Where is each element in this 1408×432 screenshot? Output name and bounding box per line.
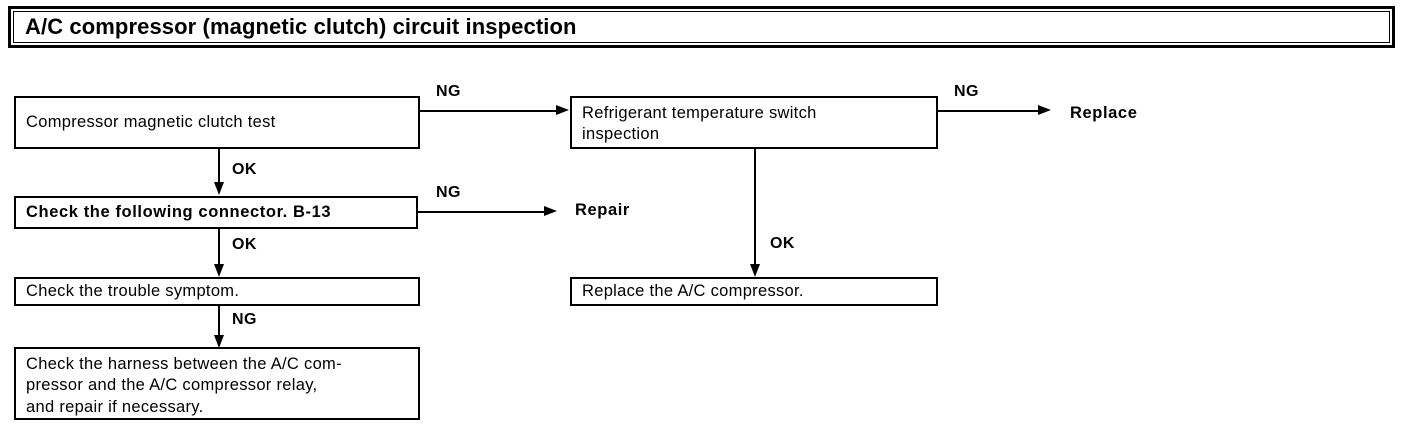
connector-clutchtest-to-connector [218, 149, 220, 183]
box-line: inspection [582, 125, 660, 144]
edge-label-ng-connector: NG [436, 184, 461, 201]
box-line: Compressor magnetic clutch test [26, 112, 276, 131]
box-line: Check the trouble symptom. [26, 281, 240, 300]
diagram-title-bar: A/C compressor (magnetic clutch) circuit… [8, 6, 1395, 48]
arrowhead-right-replace [1038, 105, 1051, 115]
connector-clutchtest-to-refrigerant [420, 110, 556, 112]
connector-symptom-to-harness [218, 306, 220, 336]
arrowhead-down-replace-compressor [749, 264, 760, 277]
connector-refrigerant-to-replace [938, 110, 1038, 112]
box-check-harness[interactable]: Check the harness between the A/C com- p… [14, 347, 420, 420]
page-title: A/C compressor (magnetic clutch) circuit… [25, 14, 577, 39]
arrowhead-down-symptom [213, 264, 224, 277]
box-line: Check the harness between the A/C com- [26, 355, 342, 373]
edge-label-ng-refrigerant: NG [954, 83, 979, 100]
box-check-trouble-symptom[interactable]: Check the trouble symptom. [14, 277, 420, 306]
edge-label-ok-refrigerant-to-replace: OK [770, 235, 795, 252]
terminal-replace[interactable]: Replace [1070, 104, 1138, 122]
arrowhead-right-refrigerant [556, 105, 569, 115]
edge-label-ng-clutch-test: NG [436, 83, 461, 100]
edge-label-ok-clutch-to-connector: OK [232, 161, 257, 178]
box-line: and repair if necessary. [26, 397, 204, 416]
connector-connector-to-symptom [218, 229, 220, 265]
box-replace-ac-compressor[interactable]: Replace the A/C compressor. [570, 277, 938, 306]
box-compressor-magnetic-clutch-test[interactable]: Compressor magnetic clutch test [14, 96, 420, 149]
edge-label-ng-symptom: NG [232, 311, 257, 328]
box-line: Refrigerant temperature switch [582, 104, 817, 122]
edge-label-ok-connector-to-symptom: OK [232, 236, 257, 253]
box-line: pressor and the A/C compressor relay, [26, 376, 318, 395]
terminal-repair[interactable]: Repair [575, 201, 630, 219]
box-refrigerant-temperature-switch-inspection[interactable]: Refrigerant temperature switch inspectio… [570, 96, 938, 149]
connector-refrigerant-to-replace-compressor [754, 149, 756, 265]
box-check-following-connector[interactable]: Check the following connector. B-13 [14, 196, 418, 229]
connector-connector-to-repair [418, 211, 544, 213]
arrowhead-down-harness [213, 335, 224, 348]
box-line: Replace the A/C compressor. [582, 281, 804, 300]
arrowhead-right-repair [544, 206, 557, 216]
arrowhead-down-connector [213, 182, 224, 195]
box-line: Check the following connector. B-13 [26, 202, 332, 221]
